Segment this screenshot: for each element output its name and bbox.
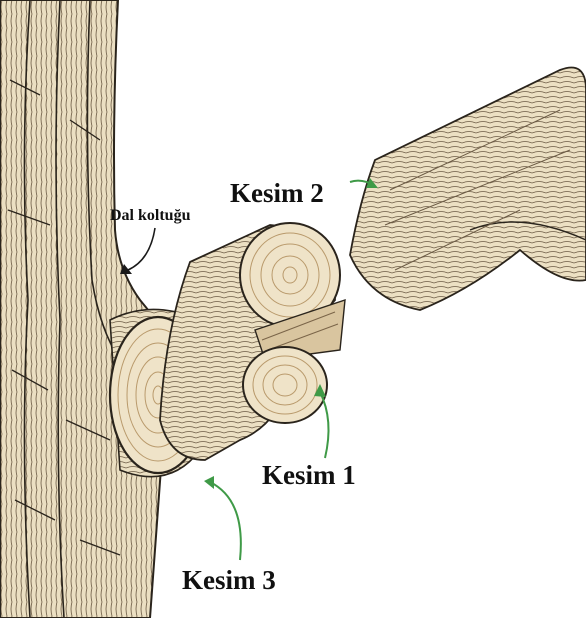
outer-branch: [350, 68, 586, 311]
cut-branch-segment: [160, 223, 345, 460]
tree-trunk: [0, 0, 170, 618]
label-cut2: Kesim 2: [230, 180, 324, 207]
arrow-branch-collar: [120, 228, 155, 274]
arrow-cut3: [204, 476, 241, 560]
label-cut1: Kesim 1: [262, 462, 356, 489]
label-cut3: Kesim 3: [182, 567, 276, 594]
cut1-face: [243, 347, 327, 423]
label-branch-collar: Dal koltuğu: [110, 208, 190, 224]
